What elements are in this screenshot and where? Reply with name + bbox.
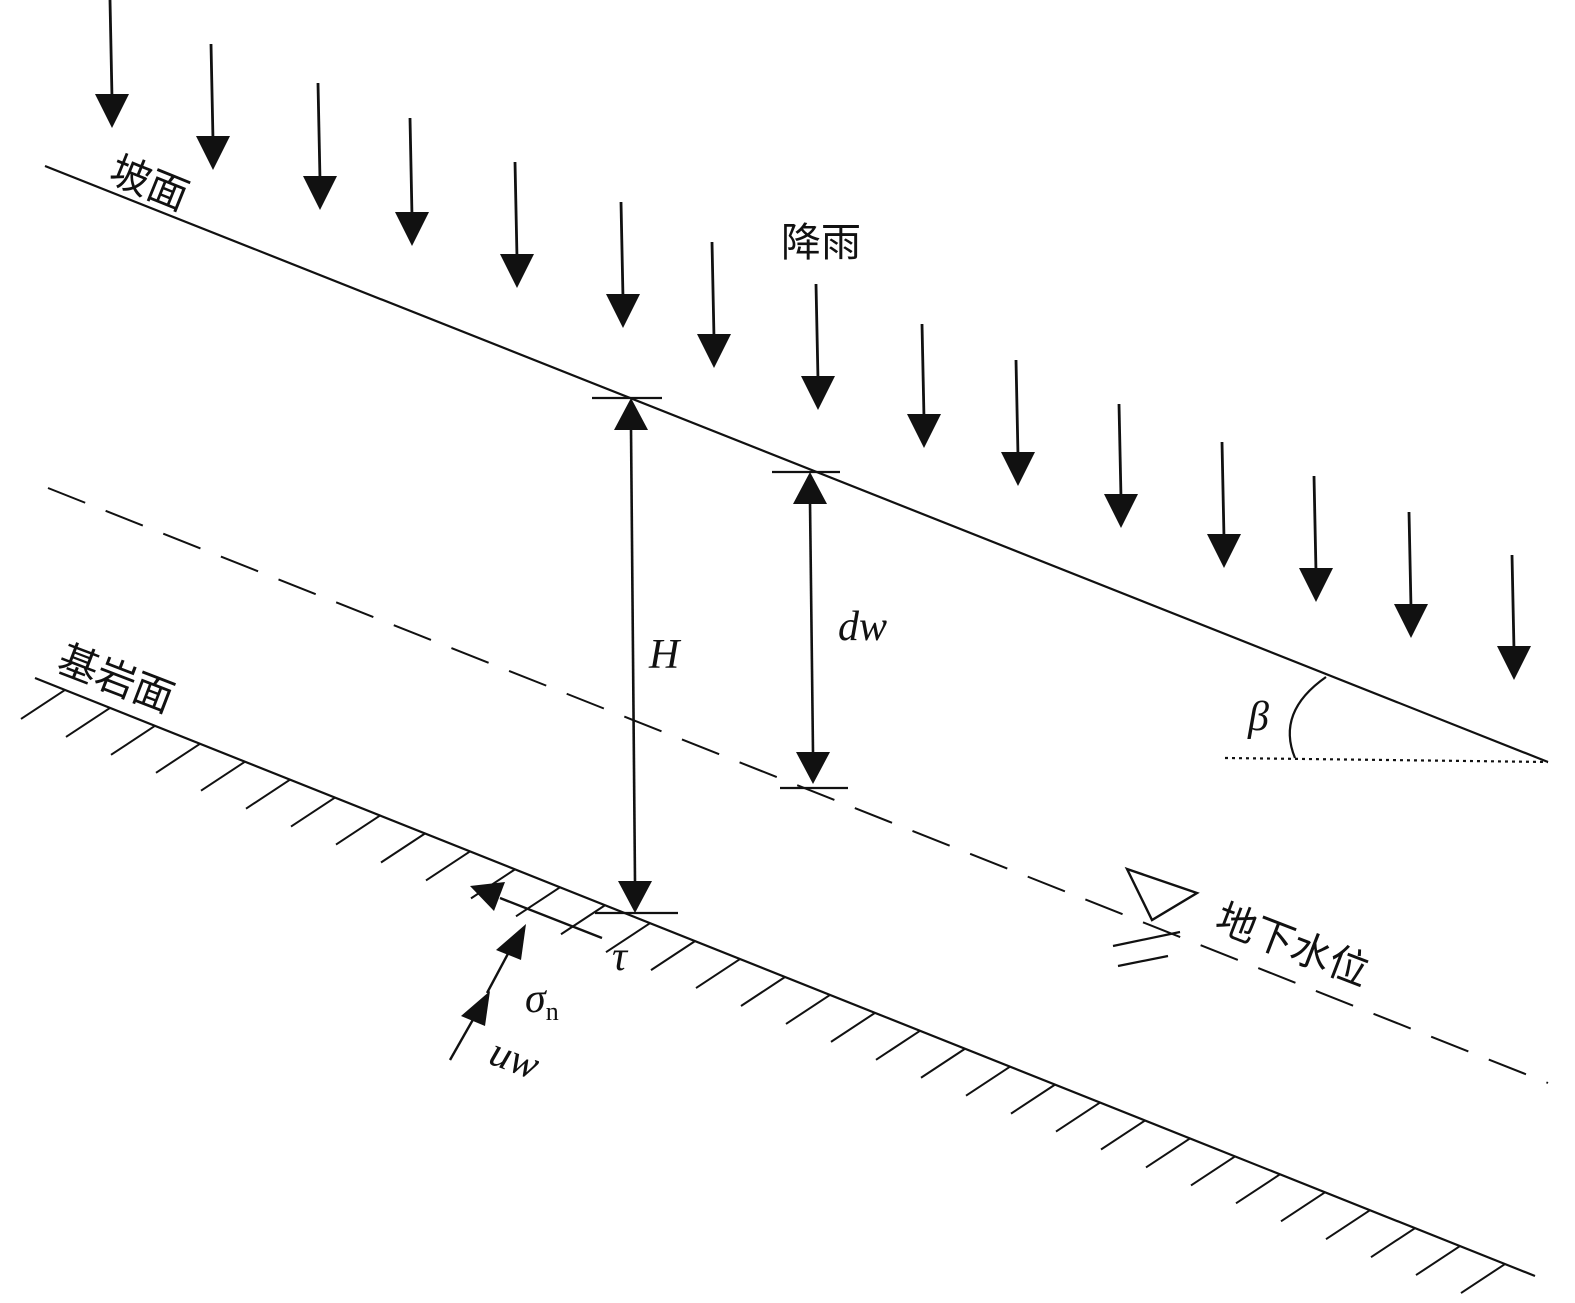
hatch-mark [65,707,111,738]
hatch-mark [155,742,201,774]
dw-arrowhead-bottom [796,752,830,784]
slope-surface-line [44,164,1549,764]
h-dimension-line [629,427,637,883]
hatch-mark [425,850,471,882]
sigma-n-arrowhead [496,924,526,960]
hatch-mark [650,940,696,971]
hatch-mark [785,994,831,1025]
rain-arrowhead [95,94,129,128]
hatch-mark [1370,1227,1416,1258]
rain-arrow-shaft [920,323,926,419]
rain-arrow-shaft [316,82,322,181]
hatch-mark [1460,1263,1506,1294]
rain-arrow-shaft [619,201,625,299]
h-label: H [648,632,682,678]
rain-arrowhead [1001,452,1035,486]
uw-arrow-line [448,1015,477,1061]
bedrock-hatching [20,689,1506,1294]
h-dimension [592,396,678,915]
water-level-tick-2 [1117,954,1169,968]
rainfall-arrows [95,0,1531,680]
rainfall-label: 降雨 [781,220,861,266]
tau-arrow [470,882,603,940]
hatch-mark [1100,1119,1146,1151]
hatch-mark [245,778,291,810]
rain-arrow-shaft [1510,554,1516,651]
dw-dimension-line [808,501,815,753]
slope-surface-label: 坡面 [103,148,194,221]
hatch-mark [1145,1137,1191,1169]
sigma-n-label: σn [525,976,559,1026]
hatch-mark [965,1065,1011,1097]
rain-arrowhead [303,176,337,210]
hatch-mark [1235,1173,1281,1205]
groundwater-symbol [1112,866,1200,968]
hatch-mark [875,1029,921,1061]
hatch-mark [515,886,561,918]
rain-arrowhead [196,136,230,170]
hatch-mark [290,796,336,828]
rain-arrow-shaft [209,43,215,141]
rain-arrowhead [1104,494,1138,528]
rain-arrow-shaft [513,161,519,259]
rain-arrowhead [395,212,429,246]
hatch-mark [1055,1101,1101,1133]
hatch-mark [335,814,381,846]
hatch-mark [380,832,426,864]
uw-arrowhead [461,991,490,1026]
sigma-n-arrow [485,924,526,994]
tau-arrow-line [499,896,603,940]
hatch-mark [1280,1191,1326,1223]
rain-arrow-shaft [1220,441,1226,539]
rain-arrowhead [606,294,640,328]
dw-label: dw [838,604,887,650]
rain-arrowhead [907,414,941,448]
rain-arrowhead [801,376,835,410]
rain-arrow-shaft [1014,359,1020,457]
hatch-mark [1415,1245,1461,1276]
tau-arrowhead [470,882,505,911]
rain-arrowhead [1394,604,1428,638]
groundwater-dashed-line [47,487,1549,1084]
hatch-mark [1190,1155,1236,1187]
rain-arrowhead [1207,534,1241,568]
tau-label: τ [612,934,629,980]
rain-arrow-shaft [408,117,414,217]
water-level-tick-1 [1112,930,1181,948]
uw-label: uw [484,1029,546,1089]
rain-arrow-shaft [1407,511,1413,609]
rain-arrowhead [1497,646,1531,680]
hatch-mark [110,725,156,756]
hatch-mark [1010,1083,1056,1115]
uw-arrow [448,991,490,1061]
hatch-mark [920,1047,966,1079]
hatch-mark [605,922,651,954]
hatch-mark [830,1012,876,1043]
rain-arrow-shaft [710,241,716,339]
hatch-mark [200,760,246,792]
hatch-mark [740,976,786,1007]
hatch-mark [560,904,606,936]
rain-arrow-shaft [1312,475,1318,573]
sigma-n-arrow-line [485,949,512,994]
dw-arrowhead-top [793,472,827,504]
h-arrowhead-bottom [618,881,652,913]
hatch-mark [20,689,66,720]
rain-arrowhead [697,334,731,368]
rain-arrow-shaft [108,0,114,99]
h-arrowhead-top [614,398,648,430]
rain-arrowhead [1299,568,1333,602]
rain-arrow-shaft [814,283,820,381]
beta-angle [1224,676,1549,764]
beta-label: β [1247,694,1269,740]
rain-arrow-shaft [1117,403,1123,499]
hatch-mark [695,958,741,989]
horizontal-reference-line [1224,756,1549,764]
rain-arrowhead [500,254,534,288]
hatch-mark [1325,1209,1371,1241]
dw-dimension [772,470,848,790]
water-level-triangle-icon [1124,866,1200,922]
beta-arc [1288,676,1327,759]
